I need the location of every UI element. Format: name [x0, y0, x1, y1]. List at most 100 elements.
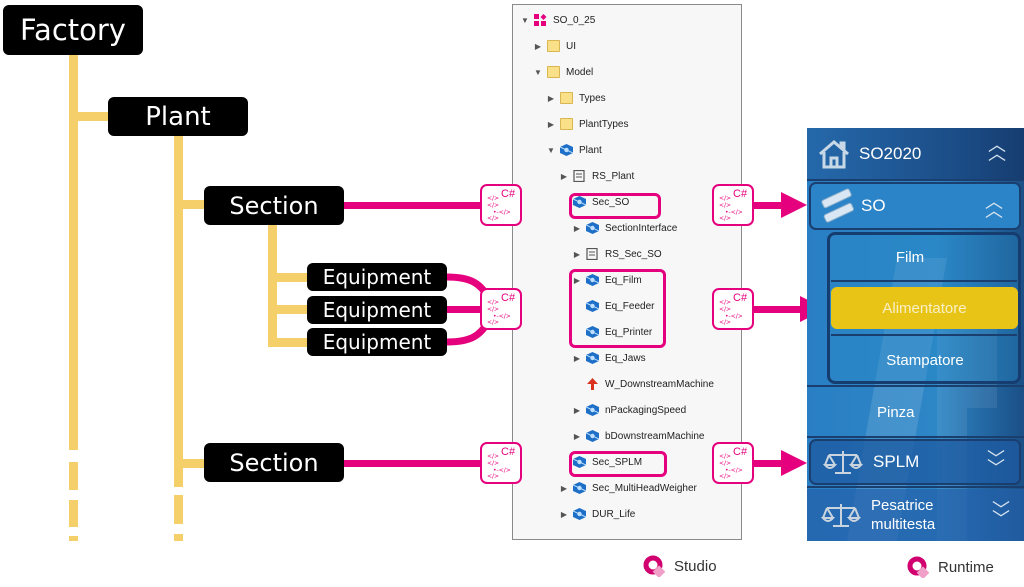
factory-node: Factory: [3, 5, 143, 55]
object-icon: [572, 482, 587, 494]
separator: [807, 436, 1024, 438]
recordset-icon: [573, 169, 586, 183]
svg-text:</>: </>: [719, 473, 731, 480]
object-icon: [585, 300, 600, 312]
tree-item[interactable]: Eq_Feeder: [572, 295, 654, 317]
tree-item[interactable]: ▶ Eq_Jaws: [572, 347, 646, 369]
section1-trunk-line: [268, 224, 277, 347]
object-icon: [585, 430, 600, 442]
runtime-label: Runtime: [938, 558, 994, 576]
tree-item[interactable]: ▶ RS_Plant: [559, 165, 634, 187]
caret-right-icon[interactable]: ▶: [547, 119, 555, 129]
tree-item[interactable]: W_DownstreamMachine: [572, 373, 714, 395]
code-icon: </></>•-</></>: [487, 195, 511, 222]
tree-item-label: Plant: [579, 144, 602, 156]
tree-item-label: SO_0_25: [553, 14, 596, 26]
object-icon: [585, 222, 600, 234]
svg-text:</>: </>: [719, 460, 731, 467]
caret-down-icon[interactable]: ▼: [521, 15, 529, 25]
svg-text:</>: </>: [719, 215, 731, 222]
section2-runtime-arrowhead: [781, 450, 807, 476]
csharp-label: C#: [733, 292, 748, 304]
runtime-subitem-stampatore[interactable]: Stampatore: [831, 338, 1019, 382]
runtime-section-so[interactable]: SO ︿︿: [809, 182, 1021, 230]
caret-right-icon[interactable]: ▶: [573, 431, 581, 441]
svg-text:</>: </>: [719, 306, 731, 313]
tree-item-label: Eq_Printer: [605, 326, 653, 338]
tree-item[interactable]: ▶ RS_Sec_SO: [572, 243, 662, 265]
runtime-section-splm[interactable]: SPLM ﹀﹀: [809, 439, 1021, 485]
section1-runtime-line-2: [753, 202, 783, 209]
caret-right-icon[interactable]: ▶: [573, 223, 581, 233]
tree-item[interactable]: ▶nPackagingSpeed: [572, 399, 686, 421]
tree-item[interactable]: ▶Eq_Film: [572, 269, 642, 291]
csharp-script-badge: </></>•-</></>C#: [480, 288, 522, 330]
caret-right-icon[interactable]: ▶: [573, 249, 581, 259]
csharp-script-badge: </></>•-</></>C#: [480, 184, 522, 226]
caret-right-icon[interactable]: ▶: [573, 405, 581, 415]
home-icon: [819, 139, 849, 168]
caret-right-icon[interactable]: ▶: [560, 483, 568, 493]
caret-right-icon[interactable]: ▶: [573, 275, 581, 285]
tree-item[interactable]: Sec_SPLM: [559, 451, 642, 473]
tree-item-label: RS_Plant: [592, 170, 635, 182]
tree-item-label: W_DownstreamMachine: [605, 378, 714, 390]
svg-text:•-</>: •-</>: [493, 467, 511, 474]
svg-text:</>: </>: [487, 473, 499, 480]
tree-item[interactable]: ▼ SO_0_25: [520, 9, 595, 31]
recordset-icon: [586, 247, 599, 261]
tree-item[interactable]: ▶ Types: [546, 87, 606, 109]
runtime-item-pinza[interactable]: Pinza: [807, 388, 1024, 436]
runtime-subitem-label: Alimentatore: [882, 299, 967, 317]
tree-item[interactable]: ▶SectionInterface: [572, 217, 677, 239]
equipment-node-1: Equipment: [307, 263, 447, 291]
caret-right-icon[interactable]: ▶: [534, 41, 542, 51]
tree-item-label: RS_Sec_SO: [605, 248, 662, 260]
runtime-root-item[interactable]: SO2020 ︿︿: [807, 128, 1024, 179]
tree-item[interactable]: ▶PlantTypes: [546, 113, 628, 135]
caret-right-icon[interactable]: ▶: [547, 93, 555, 103]
tree-item-label: Types: [579, 92, 606, 104]
tree-item[interactable]: Sec_SO: [559, 191, 629, 213]
svg-text:</>: </>: [719, 319, 731, 326]
tree-item[interactable]: ▼ Plant: [546, 139, 602, 161]
csharp-label: C#: [501, 188, 516, 200]
code-icon: </></>•-</></>: [487, 299, 511, 326]
alarm-icon: [586, 378, 599, 390]
studio-label: Studio: [674, 557, 717, 575]
double-chevron-up-icon[interactable]: ︿︿: [985, 192, 1003, 221]
runtime-subitem-alimentatore[interactable]: Alimentatore: [831, 287, 1018, 329]
runtime-section-multihead[interactable]: Pesatrice multitesta ﹀﹀: [807, 489, 1024, 541]
runtime-subitem-film[interactable]: Film: [831, 235, 1019, 280]
scale-icon: [821, 504, 861, 527]
tree-item-label: Sec_SO: [592, 196, 630, 208]
double-chevron-down-icon[interactable]: ﹀﹀: [992, 500, 1010, 529]
caret-down-icon[interactable]: ▼: [534, 67, 542, 77]
tree-item[interactable]: Eq_Printer: [572, 321, 652, 343]
double-chevron-up-icon[interactable]: ︿︿: [988, 135, 1006, 164]
tree-item[interactable]: ▶Sec_MultiHeadWeigher: [559, 477, 697, 499]
svg-text:</>: </>: [487, 460, 499, 467]
object-icon: [585, 326, 600, 338]
equipment-label: Equipment: [322, 298, 432, 322]
csharp-label: C#: [733, 188, 748, 200]
equipment-node-2: Equipment: [307, 296, 447, 324]
scale-icon: [823, 451, 863, 474]
tree-item[interactable]: ▼Model: [533, 61, 593, 83]
caret-right-icon[interactable]: ▶: [560, 509, 568, 519]
svg-text:</>: </>: [487, 299, 499, 306]
svg-text:</>: </>: [487, 195, 499, 202]
caret-right-icon[interactable]: ▶: [560, 171, 568, 181]
plant-label: Plant: [145, 101, 211, 132]
csharp-label: C#: [501, 446, 516, 458]
svg-text:•-</>: •-</>: [725, 467, 743, 474]
tree-item[interactable]: ▶UI: [533, 35, 576, 57]
tree-item-label: Eq_Jaws: [605, 352, 646, 364]
object-icon: [572, 456, 587, 468]
tree-item[interactable]: ▶bDownstreamMachine: [572, 425, 705, 447]
tree-item[interactable]: ▶DUR_Life: [559, 503, 635, 525]
caret-down-icon[interactable]: ▼: [547, 145, 555, 155]
double-chevron-down-icon[interactable]: ﹀﹀: [987, 449, 1005, 478]
caret-right-icon[interactable]: ▶: [573, 353, 581, 363]
section-node-2: Section: [204, 443, 344, 482]
